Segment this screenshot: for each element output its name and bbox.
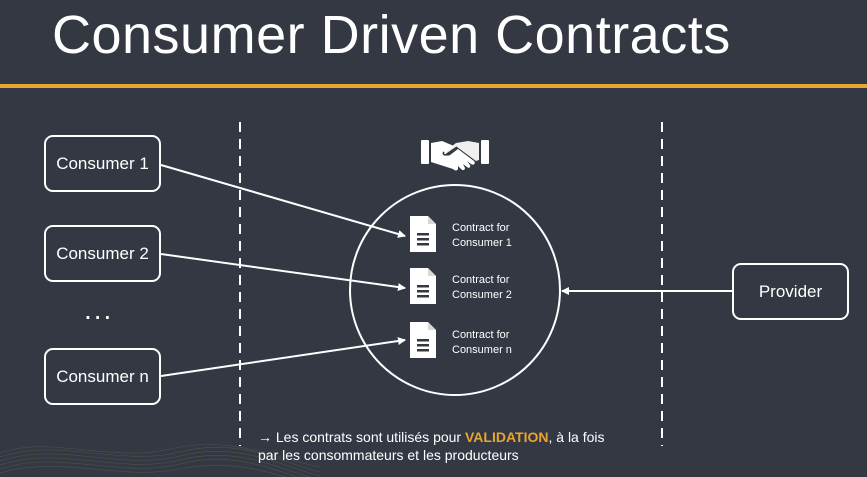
note-highlight: VALIDATION: [465, 429, 549, 445]
provider-label: Provider: [758, 281, 823, 301]
arrow-consumer-n: [160, 337, 406, 377]
handshake-icon: [421, 140, 489, 171]
contract-circle: [349, 184, 561, 396]
decorative-wave-pattern: [0, 444, 320, 477]
consumer-n-label: Consumer n: [56, 366, 149, 386]
contract-1-label: Contract for Consumer 1: [452, 222, 512, 249]
note-text-after: , à la fois: [548, 429, 605, 445]
consumer-2-label: Consumer 2: [56, 243, 149, 263]
consumers-ellipsis: ...: [84, 294, 114, 325]
consumer-2-box: Consumer 2: [44, 225, 161, 282]
contract-n-label: Contract for Consumer n: [452, 329, 512, 356]
consumer-n-box: Consumer n: [44, 348, 161, 405]
document-icon: [410, 268, 436, 304]
document-icon: [410, 216, 436, 252]
contract-2-label: Contract for Consumer 2: [452, 274, 512, 301]
note-text-before: Les contrats sont utilisés pour: [275, 429, 465, 445]
title-underline: [0, 84, 867, 88]
page-title: Consumer Driven Contracts: [52, 5, 731, 65]
note-arrow: →: [258, 429, 272, 445]
arrow-consumer-1: [160, 164, 406, 238]
provider-box: Provider: [732, 263, 849, 320]
consumer-1-box: Consumer 1: [44, 135, 161, 192]
validation-note: → Les contrats sont utilisés pour VALIDA…: [258, 428, 605, 464]
consumer-1-label: Consumer 1: [56, 153, 149, 173]
note-line-2: par les consommateurs et les producteurs: [258, 447, 519, 463]
arrow-consumer-2: [160, 253, 406, 291]
document-icon: [410, 322, 436, 358]
